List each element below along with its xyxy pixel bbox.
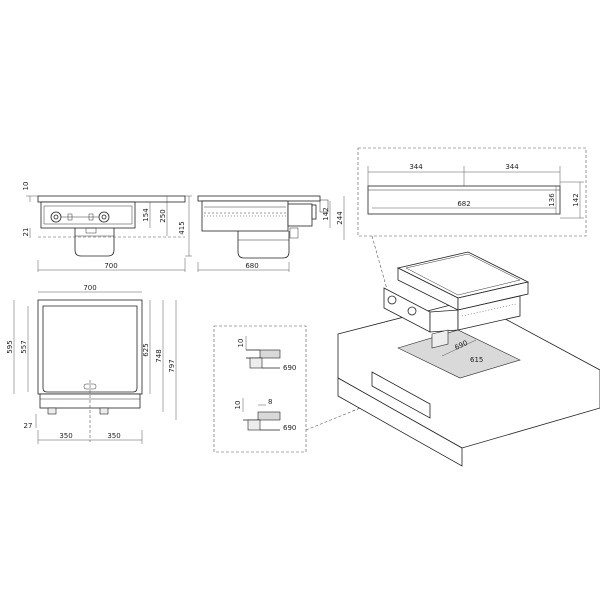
front-panel [43,205,133,225]
appliance-body-side [457,295,521,331]
cutout-rect [367,185,561,215]
edge-a-dim-690: 690 [283,364,296,372]
front-dim-21: 21 [22,228,30,237]
top-dim-350-right: 350 [107,432,120,440]
cutout-dim-682: 682 [457,200,470,208]
top-outline [37,299,143,395]
top-dim-350-left: 350 [59,432,72,440]
front-dim-154: 154 [142,208,150,222]
side-control-box [287,203,313,227]
edge-b-dim-8: 8 [268,398,272,406]
side-top-plate [197,195,321,202]
top-dim-625: 625 [142,343,150,356]
top-dim-27: 27 [24,422,33,430]
side-drain-box [237,231,290,259]
install-knob-right-icon [407,306,417,316]
side-body [201,200,289,232]
edge-a-plate [259,349,281,359]
top-view: 700 595 557 625 748 797 27 350 350 [6,284,177,444]
install-dim-615: 615 [470,356,483,364]
install-knob-left-icon [387,295,397,305]
front-dim-10: 10 [22,182,30,191]
edge-detail-frame [213,325,307,453]
top-dim-595: 595 [6,340,14,353]
front-dim-250: 250 [159,209,167,222]
install-view: 690 615 [337,251,600,467]
front-height-dim: 415 [178,221,186,234]
front-top-plate [37,195,186,203]
cutout-dim-344-right: 344 [505,163,519,171]
side-view: 680 142 244 [197,195,345,272]
top-drain-slot [83,383,97,390]
front-view: 700 415 154 250 10 21 [22,182,192,272]
side-dim-244: 244 [336,211,344,225]
edge-b-plate [257,411,281,421]
front-width-dim: 700 [104,262,117,270]
top-dim-797: 797 [168,359,176,372]
edge-b-dim-690: 690 [283,424,296,432]
side-depth-dim: 680 [245,262,258,270]
cutout-dim-136: 136 [548,193,556,207]
cutout-dim-142: 142 [572,193,580,206]
top-dim-748: 748 [155,349,163,362]
countertop-slot [371,371,431,419]
top-dim-557: 557 [20,340,28,353]
top-width-dim: 700 [83,284,96,292]
cutout-detail: 344 344 682 136 142 [357,147,587,301]
side-dim-142: 142 [322,207,330,220]
cutout-dim-344-left: 344 [409,163,423,171]
edge-a-dim-10: 10 [237,339,245,348]
countertop-front [337,377,463,467]
top-cooking-plate [42,305,138,393]
cutout-frame [357,147,587,237]
appliance-side-edge [457,281,529,311]
front-drain-box [74,228,115,257]
edge-b-dim-10: 10 [234,401,242,410]
appliance-drain [431,329,449,349]
